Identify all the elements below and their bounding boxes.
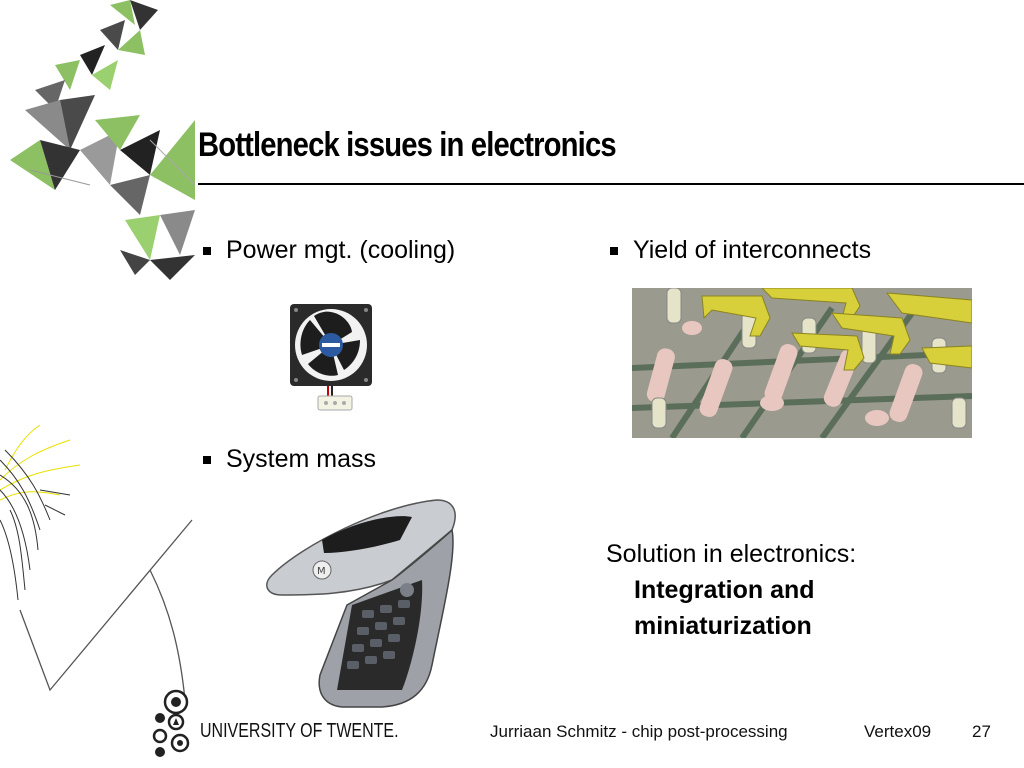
square-bullet-icon [610,246,618,255]
bullet-text: Yield of interconnects [633,236,872,264]
university-wordmark: UNIVERSITY OF TWENTE. [200,720,399,742]
solution-intro: Solution in electronics: [606,540,857,568]
cooling-fan-image [290,304,372,411]
footer-author: Jurriaan Schmitz - chip post-processing [490,722,788,741]
solution-block: Solution in electronics: Integration and… [606,536,856,644]
bullet-power-management: Power mgt. (cooling) [203,236,455,265]
square-bullet-icon [203,455,211,464]
page-number: 27 [972,722,991,741]
square-bullet-icon [203,246,211,255]
decorative-geometric-cluster [10,0,196,280]
footer-event: Vertex09 [864,722,932,741]
slide-title: Bottleneck issues in electronics [198,126,617,164]
bullet-text: System mass [226,445,377,473]
university-logo-icon [152,689,190,757]
title-divider [198,183,1024,185]
svg-text:M: M [317,566,326,577]
solution-line-1: Integration and [634,576,815,604]
interconnect-micrograph-image [632,288,972,438]
solution-line-2: miniaturization [634,612,812,640]
flip-phone-image: M [266,499,456,708]
bullet-text: Power mgt. (cooling) [226,236,456,264]
bullet-yield-interconnects: Yield of interconnects [610,236,871,265]
decorative-line-drawing [0,424,193,700]
bullet-system-mass: System mass [203,445,376,474]
